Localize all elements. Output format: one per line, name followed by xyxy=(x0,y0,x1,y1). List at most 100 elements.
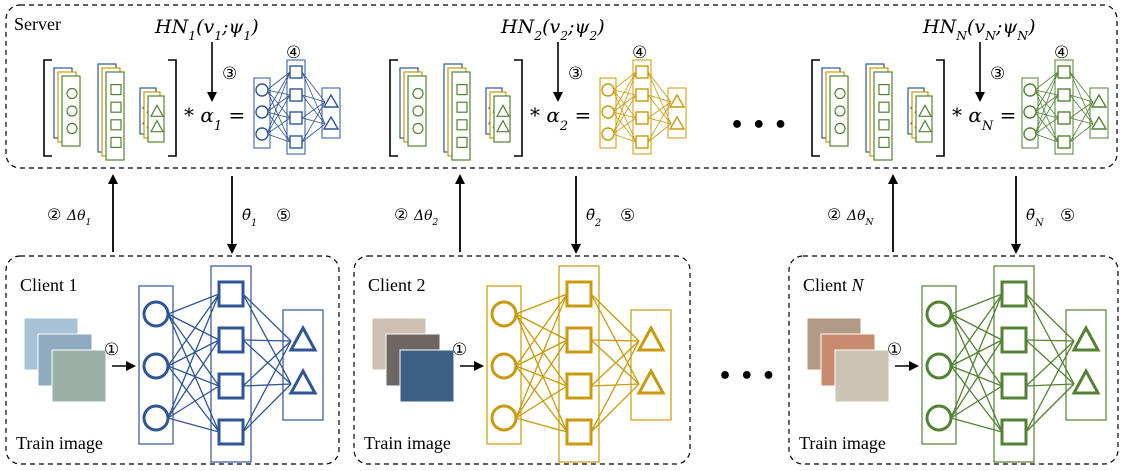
net-layer-output xyxy=(667,87,687,139)
net-node-hidden xyxy=(1057,135,1071,149)
net-edge xyxy=(266,111,291,143)
net-edge xyxy=(167,313,220,387)
train-image-thumbnail xyxy=(834,349,890,403)
net-node-hidden xyxy=(635,65,649,79)
step-1-marker: ① xyxy=(104,340,119,360)
net-node-hidden xyxy=(217,372,245,400)
stack-node-square xyxy=(456,83,468,96)
net-edge xyxy=(1034,71,1059,113)
train-image-thumbnail xyxy=(51,349,107,403)
net-edge xyxy=(167,339,220,419)
client-box xyxy=(788,255,1119,465)
net-edge xyxy=(515,365,568,433)
net-edge xyxy=(266,89,291,143)
net-layer-input xyxy=(921,285,957,445)
net-edge xyxy=(515,313,568,387)
net-edge xyxy=(647,123,672,143)
net-edge xyxy=(301,101,326,119)
net-edge xyxy=(950,339,1003,419)
net-node-hidden xyxy=(565,418,593,446)
stack-node-square xyxy=(456,101,468,113)
step-5-marker: ⑤ xyxy=(276,206,291,226)
net-node-hidden xyxy=(1057,111,1071,125)
net-edge xyxy=(301,101,326,143)
net-node-input xyxy=(142,352,170,380)
net-node-input xyxy=(601,105,615,119)
step-3-marker: ③ xyxy=(568,64,583,84)
stack-node-circle xyxy=(834,122,846,135)
stack-node-circle xyxy=(412,87,424,100)
net-edge xyxy=(1034,94,1059,135)
net-edge xyxy=(1025,293,1075,385)
net-edge xyxy=(515,313,568,433)
stack-node-circle xyxy=(834,87,846,100)
net-edge xyxy=(266,133,291,143)
net-node-hidden xyxy=(289,65,303,79)
right-bracket xyxy=(168,59,177,157)
alpha-weight: * α2 = xyxy=(530,103,591,134)
net-edge xyxy=(1069,117,1094,125)
net-node-hidden xyxy=(565,372,593,400)
net-layer-output xyxy=(630,309,672,421)
net-edge xyxy=(301,71,326,125)
net-node-input xyxy=(925,352,953,380)
left-bracket xyxy=(43,59,52,157)
net-edge xyxy=(950,365,1003,433)
stack-node-square xyxy=(878,136,890,148)
stack-node-circle xyxy=(66,87,78,100)
theta-bar-label: θ̄2 xyxy=(586,206,601,229)
net-node-output xyxy=(1071,367,1101,395)
hypernetwork-label: HNN(vN;ψN) xyxy=(922,16,1036,43)
net-node-input xyxy=(142,404,170,432)
alpha-weight: * αN = xyxy=(952,103,1016,134)
net-edge xyxy=(167,313,220,341)
net-edge xyxy=(590,339,640,342)
net-edge xyxy=(301,71,326,103)
stack-node-triangle xyxy=(149,104,165,117)
net-node-input xyxy=(925,404,953,432)
net-edge xyxy=(1069,94,1094,125)
net-edge xyxy=(515,339,568,367)
hypernetwork-label: HN2(v2;ψ2) xyxy=(500,16,605,43)
stack-layer xyxy=(915,95,933,143)
net-edge xyxy=(167,313,220,433)
net-edge xyxy=(590,293,640,385)
net-node-hidden xyxy=(635,111,649,125)
net-edge xyxy=(167,365,220,433)
stack-node-square xyxy=(456,136,468,148)
net-layer-hidden xyxy=(558,265,600,463)
net-edge xyxy=(301,94,326,103)
net-node-hidden xyxy=(1057,88,1071,102)
left-bracket xyxy=(389,59,398,157)
net-edge xyxy=(242,293,292,385)
alpha-weight: * α1 = xyxy=(184,103,245,134)
net-layer-output xyxy=(1089,87,1109,139)
net-edge xyxy=(1034,71,1059,91)
right-bracket xyxy=(936,59,945,157)
stack-layer xyxy=(147,95,165,143)
net-edge xyxy=(1069,71,1094,103)
net-layer-hidden xyxy=(993,265,1035,463)
stack-node-triangle xyxy=(495,119,511,133)
left-bracket xyxy=(811,59,820,157)
net-layer-output xyxy=(321,87,341,139)
net-node-output xyxy=(288,324,318,352)
net-edge xyxy=(1034,133,1059,143)
net-node-hidden xyxy=(565,280,593,308)
stack-layer xyxy=(493,95,511,143)
net-edge xyxy=(167,293,220,367)
net-edge xyxy=(266,71,291,113)
net-edge xyxy=(242,340,292,387)
net-node-hidden xyxy=(217,326,245,354)
step-1-marker: ① xyxy=(887,340,902,360)
step-3-marker: ③ xyxy=(222,64,237,84)
net-edge xyxy=(950,293,1003,367)
net-layer-output xyxy=(1065,309,1107,421)
net-edge xyxy=(1069,101,1094,143)
net-node-input xyxy=(255,127,269,141)
server-label: Server xyxy=(14,14,61,34)
stack-node-circle xyxy=(412,105,424,117)
